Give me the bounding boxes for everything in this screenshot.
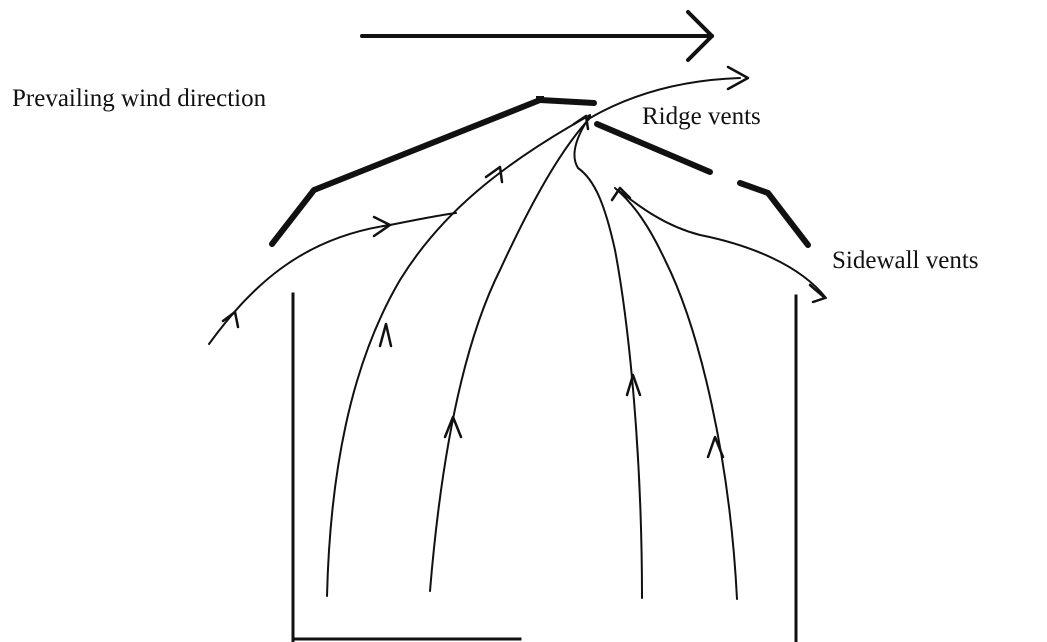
wind-direction-label: Prevailing wind direction: [12, 85, 267, 112]
arrowhead-left-outer: [378, 322, 393, 348]
arrowhead-right-inner: [625, 373, 642, 397]
arrowhead-ridge-top: [572, 114, 590, 131]
ridge-vents-label: Ridge vents: [642, 103, 761, 130]
sidewall-vents-label: Sidewall vents: [832, 247, 979, 274]
airflow-left-outer: [326, 114, 591, 597]
airflow-ridge-exit: [589, 77, 741, 119]
arrowhead-center-right: [610, 186, 632, 202]
ridge-vent-flap: [537, 97, 597, 106]
roof-left-slope: [269, 97, 543, 247]
arrowhead-ridge-exit: [726, 65, 750, 91]
greenhouse-roof: [269, 97, 811, 248]
ridge-cap: [536, 96, 544, 103]
arrowhead-inlet-upper: [372, 215, 392, 238]
airflow-center-up: [573, 115, 591, 169]
flow-arrowheads: [221, 65, 827, 459]
arrowhead-right-outer: [706, 435, 725, 459]
airflow-right-inner: [577, 167, 643, 599]
sidewall-vent-right: [737, 180, 811, 248]
greenhouse-walls: [291, 292, 798, 642]
airflow-right-outer: [614, 187, 738, 600]
airflow-sidewall-inlet: [617, 189, 827, 299]
arrowhead-sidewall: [808, 283, 827, 304]
arrowhead-left-upper: [484, 165, 504, 184]
wind-direction-arrow: [360, 10, 714, 62]
airflow-streamlines: [208, 77, 827, 600]
arrowhead-inlet-left: [221, 310, 240, 329]
airflow-left-inner: [429, 117, 591, 592]
roof-right-slope: [594, 121, 713, 175]
airflow-inlet-left: [208, 212, 457, 345]
arrowhead-left-inner: [443, 415, 463, 439]
